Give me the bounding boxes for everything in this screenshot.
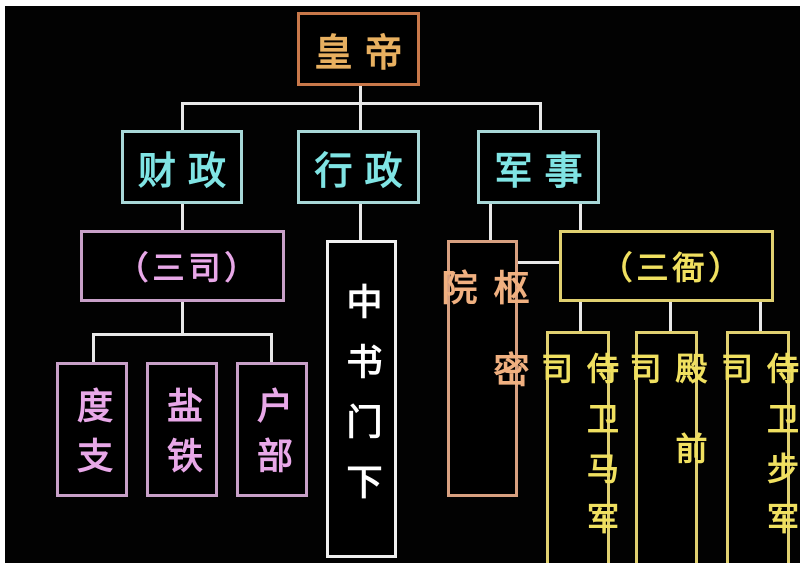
connector — [92, 333, 273, 336]
node-three-commands: （三衙） — [559, 230, 774, 302]
node-yantie: 盐铁 — [146, 362, 218, 497]
node-three-offices: （三司） — [80, 230, 285, 302]
org-chart: 皇帝 财政 行政 军事 （三司） 度支 盐铁 户部 中书门下 枢密院 （三衙） … — [5, 6, 800, 563]
connector — [181, 302, 184, 334]
connector — [359, 102, 362, 130]
connector — [669, 302, 672, 332]
node-shumiyuan: 枢密院 — [436, 240, 530, 497]
node-finance: 财政 — [121, 130, 243, 204]
connector — [359, 86, 362, 104]
connector — [539, 102, 542, 130]
connector — [359, 204, 362, 240]
connector — [92, 333, 95, 363]
node-military: 军事 — [477, 130, 600, 204]
node-shiwei-bujun: 侍卫步军司 — [716, 331, 800, 563]
connector — [181, 204, 184, 230]
connector — [759, 302, 762, 332]
connector — [181, 102, 184, 130]
connector — [489, 204, 492, 240]
connector — [270, 333, 273, 363]
node-emperor: 皇帝 — [297, 12, 420, 86]
connector — [579, 302, 582, 332]
node-administration: 行政 — [297, 130, 420, 204]
connector — [579, 204, 582, 230]
node-zhongshumenxia: 中书门下 — [326, 240, 397, 558]
node-duzhi: 度支 — [56, 362, 128, 497]
node-hubu: 户部 — [236, 362, 308, 497]
connector — [518, 261, 560, 264]
node-shiwei-majun: 侍卫马军司 — [536, 331, 620, 563]
node-dianqian: 殿前司 — [625, 331, 709, 563]
